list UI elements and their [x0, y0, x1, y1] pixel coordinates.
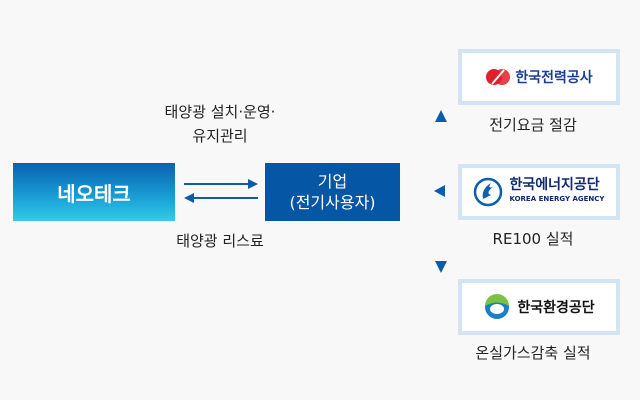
customer-subtitle: (전기사용자)	[289, 193, 376, 212]
neotech-box: 네오테크	[13, 163, 175, 221]
energy-agency-logo-icon	[474, 177, 503, 207]
partner-logo-energy-agency: 한국에너지공단 KOREA ENERGY AGENCY	[458, 164, 620, 220]
partner-logo-kepco: 한국전력공사	[458, 49, 620, 105]
environment-corp-logo-icon	[485, 294, 510, 319]
partner-logo-environment-corp: 한국환경공단	[458, 279, 620, 335]
lease-fee-label: 태양광 리스료	[176, 232, 264, 250]
left-arrow-icon	[184, 193, 258, 203]
partner-name: 한국에너지공단	[509, 177, 600, 193]
right-arrow-icon	[184, 179, 258, 189]
partner-name: 한국전력공사	[515, 70, 593, 86]
bidirectional-arrows	[184, 179, 258, 203]
partner-benefit: 전기요금 절감	[489, 116, 577, 134]
partner-subname: KOREA ENERGY AGENCY	[509, 195, 605, 203]
up-triangle-icon	[435, 110, 447, 122]
customer-box: 기업 (전기사용자)	[265, 163, 400, 221]
customer-title: 기업	[317, 172, 348, 191]
partner-name: 한국환경공단	[517, 300, 595, 316]
service-label-line1: 태양광 설치·운영·	[164, 103, 276, 121]
partner-benefit: RE100 실적	[492, 230, 574, 248]
service-label-line2: 유지관리	[192, 127, 248, 145]
down-triangle-icon	[435, 261, 447, 273]
left-triangle-icon	[434, 185, 445, 197]
kepco-logo-icon	[486, 69, 511, 85]
partner-benefit: 온실가스감축 실적	[475, 344, 591, 362]
provider-name: 네오테크	[57, 181, 131, 206]
service-label: 태양광 설치·운영· 유지관리	[120, 100, 320, 148]
